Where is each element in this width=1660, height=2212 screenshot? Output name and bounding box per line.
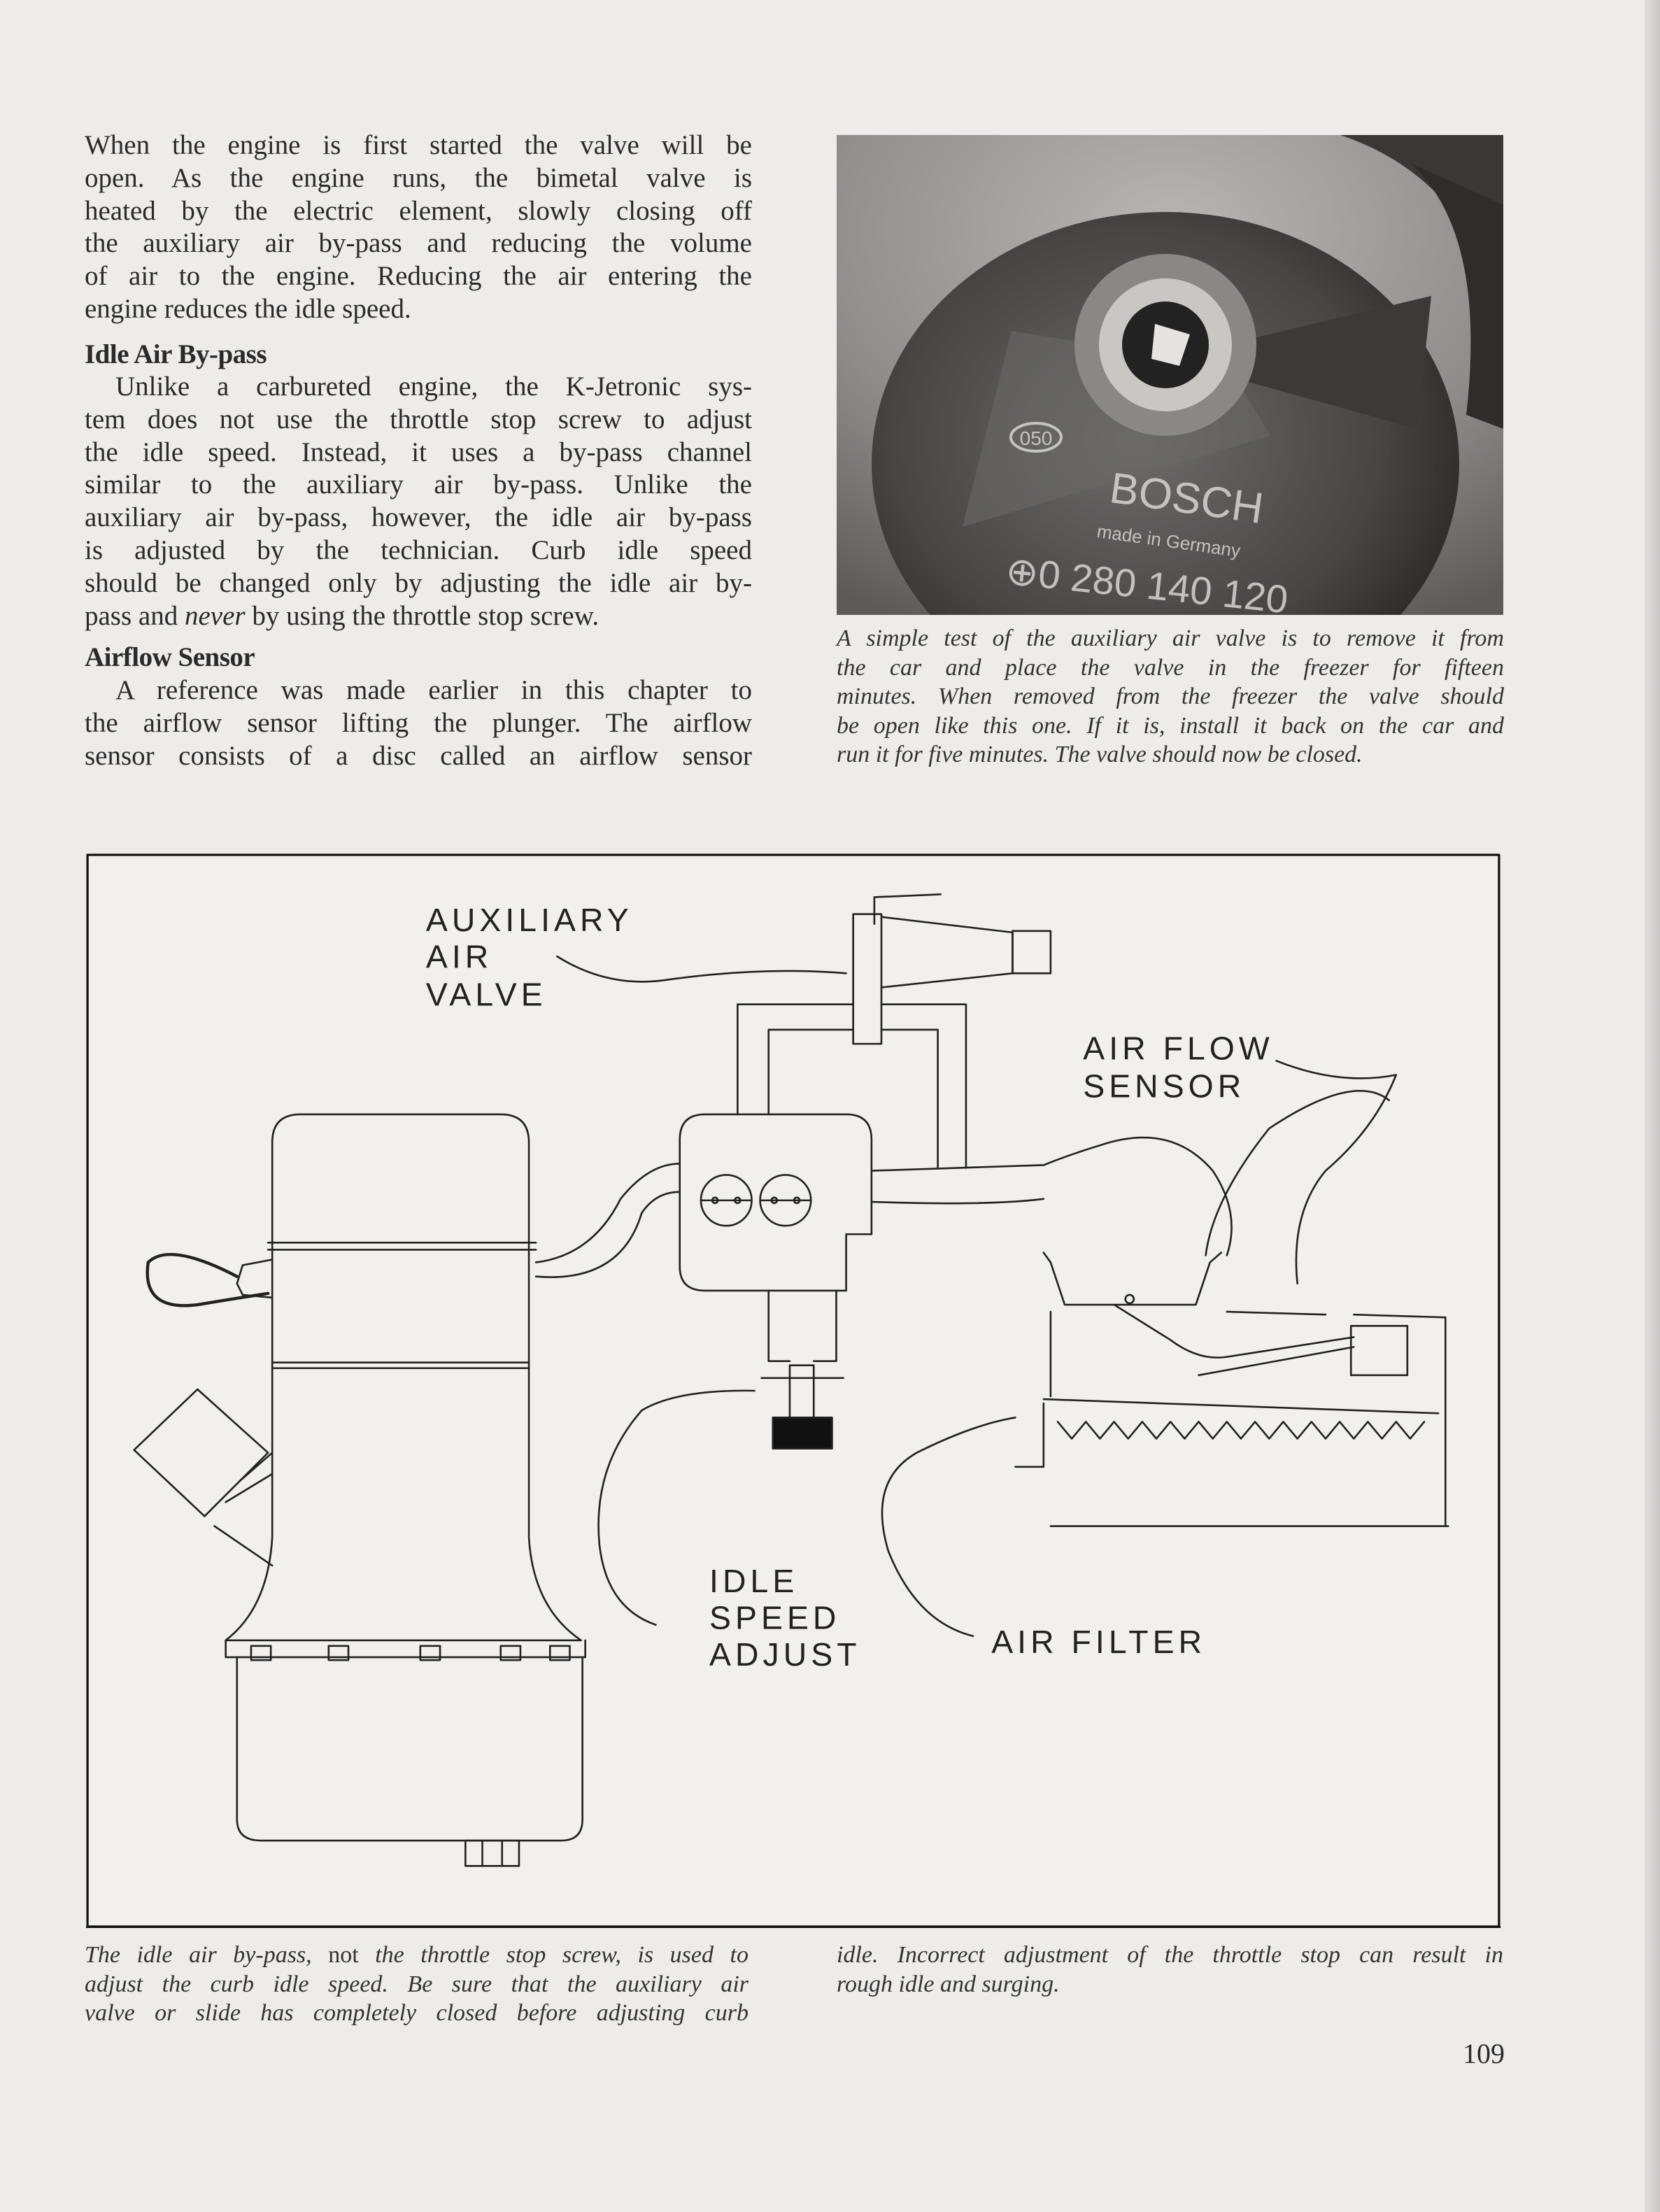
idle-air-bypass-diagram: AUXILIARY AIR VALVE AIR FLOW SENSOR IDLE… <box>85 853 1503 1931</box>
text-line: tem does not use the throttle stop screw… <box>85 404 752 434</box>
caption-line: rough idle and surging. <box>837 1971 1060 1997</box>
paragraph-airflow-sensor: A reference was made earlier in this cha… <box>85 674 752 772</box>
text-line: A reference was made earlier in this cha… <box>115 675 752 705</box>
text-line: similar to the auxiliary air by-pass. Un… <box>85 469 752 500</box>
text-line: the auxiliary air by-pass and reducing t… <box>85 228 752 259</box>
caption-line: idle. Incorrect adjustment of the thrott… <box>837 1942 1503 1968</box>
stamp-text: 050 <box>1020 427 1053 449</box>
heading-airflow-sensor: Airflow Sensor <box>85 642 255 672</box>
caption-line: be open like this one. If it is, install… <box>837 712 1504 739</box>
label-valve: VALVE <box>426 977 547 1013</box>
label-air-filter: AIR FILTER <box>991 1624 1206 1660</box>
label-speed: SPEED <box>709 1600 840 1636</box>
diagram-caption-left: The idle air by-pass, not the throttle s… <box>85 1941 749 2028</box>
label-adjust: ADJUST <box>709 1636 861 1673</box>
caption-line: adjust the curb idle speed. Be sure that… <box>85 1971 749 1997</box>
label-sensor: SENSOR <box>1083 1068 1245 1105</box>
caption-line: run it for five minutes. The valve shoul… <box>837 742 1363 767</box>
label-air: AIR <box>426 938 492 974</box>
aux-air-valve-photo: 050 BOSCH made in Germany ⊕0 280 140 120 <box>837 135 1503 615</box>
idle-speed-screw <box>760 1289 844 1449</box>
caption-line: A simple test of the auxiliary air valve… <box>837 625 1504 651</box>
engine-intake-plenum <box>133 1113 586 1867</box>
label-air-flow: AIR FLOW <box>1083 1030 1273 1066</box>
text-line: auxiliary air by-pass, however, the idle… <box>85 502 752 533</box>
auxiliary-air-valve <box>852 893 1052 1045</box>
photo-caption: A simple test of the auxiliary air valve… <box>837 624 1504 770</box>
paragraph-intro: When the engine is first started the val… <box>85 129 752 326</box>
diagram-frame <box>86 853 1501 1928</box>
text-run: the throttle stop screw, is used to <box>358 1942 749 1968</box>
text-line: the idle speed. Instead, it uses a by-pa… <box>85 437 752 467</box>
text-run: by using the throttle stop screw. <box>245 600 600 631</box>
text-run: The idle air by-pass, <box>85 1942 329 1968</box>
page-number: 109 <box>1463 2038 1505 2069</box>
emphasis-never: never <box>184 600 246 631</box>
label-auxiliary: AUXILIARY <box>426 902 633 938</box>
text-line: is adjusted by the technician. Curb idle… <box>85 534 752 565</box>
caption-line: the car and place the valve in the freez… <box>837 654 1504 681</box>
text-line: engine reduces the idle speed. <box>85 293 411 324</box>
throttle-body <box>679 1113 873 1292</box>
air-flow-sensor <box>1014 1252 1449 1527</box>
text-line: of air to the engine. Reducing the air e… <box>85 261 752 292</box>
diagram-caption-right: idle. Incorrect adjustment of the thrott… <box>837 1941 1503 1999</box>
text-line: Unlike a carbureted engine, the K-Jetron… <box>115 371 752 402</box>
text-line: the airflow sensor lifting the plunger. … <box>85 707 752 738</box>
heading-idle-air-bypass: Idle Air By-pass <box>85 339 267 369</box>
text-line: When the engine is first started the val… <box>85 130 752 160</box>
caption-line: valve or slide has completely closed bef… <box>85 2000 749 2026</box>
text-run: pass and <box>85 600 185 631</box>
text-line: pass and never by using the throttle sto… <box>85 600 752 633</box>
text-line: heated by the electric element, slowly c… <box>85 195 752 226</box>
page-edge <box>1645 0 1660 2212</box>
text-line: sensor consists of a disc called an airf… <box>85 740 752 771</box>
emphasis-not: not <box>328 1942 359 1968</box>
paragraph-idle-air-bypass: Unlike a carbureted engine, the K-Jetron… <box>85 371 752 632</box>
caption-line: minutes. When removed from the freezer t… <box>837 683 1504 709</box>
text-line: open. As the engine runs, the bimetal va… <box>85 162 752 193</box>
caption-line: The idle air by-pass, not the throttle s… <box>85 1941 749 1970</box>
label-idle: IDLE <box>709 1563 798 1599</box>
text-line: should be changed only by adjusting the … <box>85 567 752 598</box>
